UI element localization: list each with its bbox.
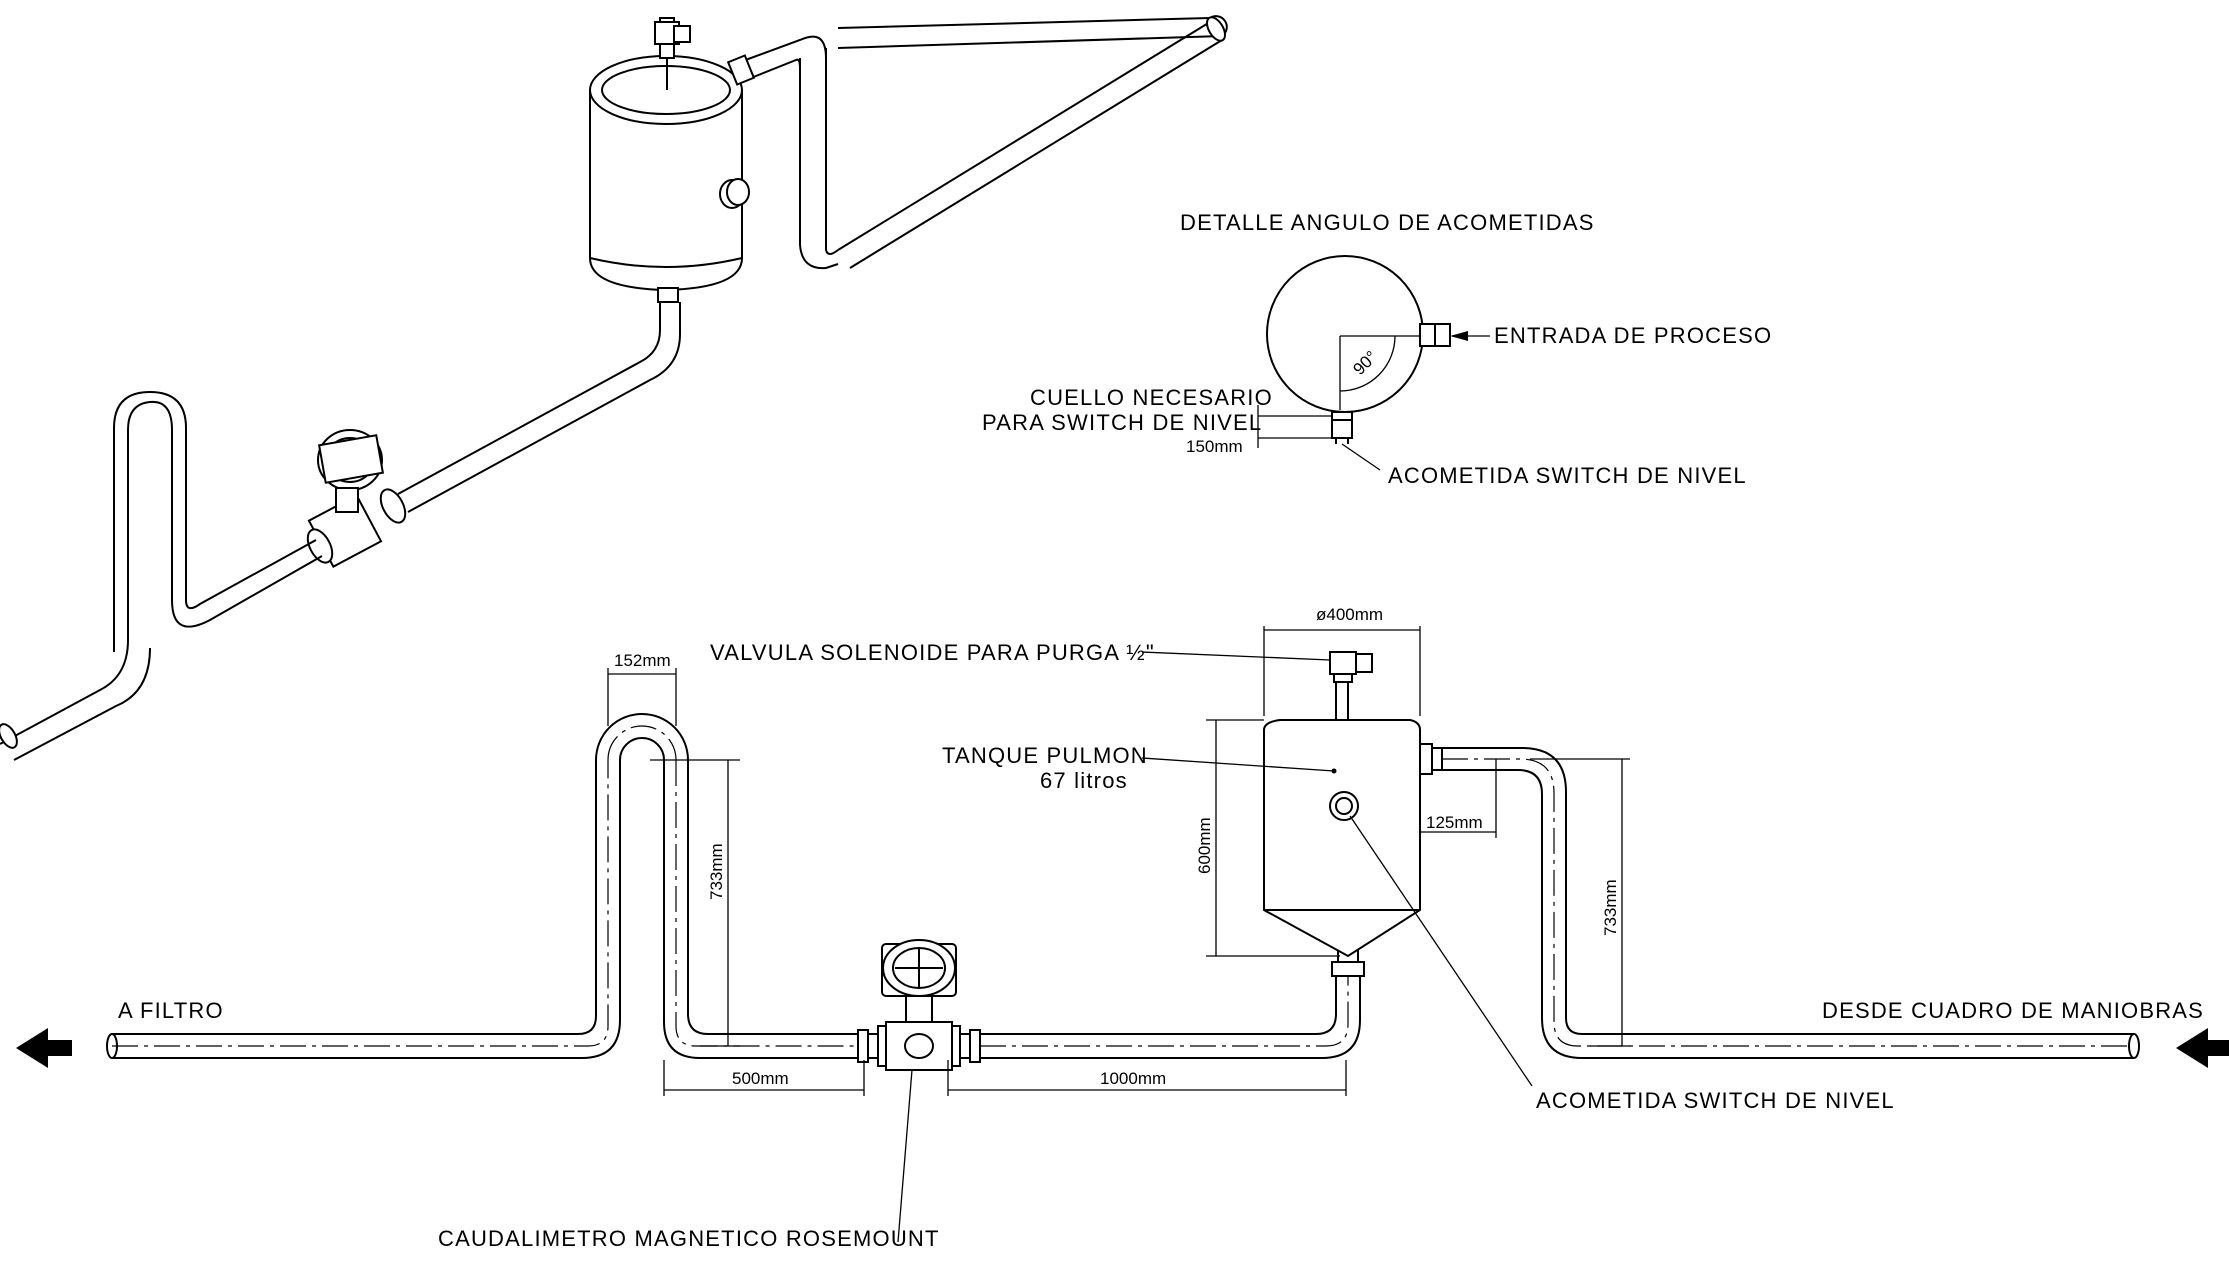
dim-loop-width: 152mm [607,651,677,726]
label-from-panel: DESDE CUADRO DE MANIOBRAS [1822,998,2204,1023]
elevation-view: A FILTRO [16,605,2229,1251]
label-to-filter: A FILTRO [118,998,224,1023]
dim-pipe-run-right: 1000mm [947,1060,1347,1096]
svg-text:ø400mm: ø400mm [1316,605,1383,624]
label-flowmeter: CAUDALIMETRO MAGNETICO ROSEMOUNT [438,1226,940,1251]
label-tank-1: TANQUE PULMON [942,743,1148,768]
detail-inlet-label: ENTRADA DE PROCESO [1494,323,1772,348]
arrow-to-filter [16,1028,72,1068]
label-switch-connection: ACOMETIDA SWITCH DE NIVEL [1536,1088,1895,1113]
detail-neck-label-2: PARA SWITCH DE NIVEL [982,410,1262,435]
iso-tank [589,17,756,303]
label-tank-2: 67 litros [1040,768,1128,793]
svg-text:600mm: 600mm [1195,817,1214,874]
dim-loop-height-left: 733mm [650,759,740,1047]
detail-view: DETALLE ANGULO DE ACOMETIDAS ENTRADA DE … [982,210,1772,488]
detail-title: DETALLE ANGULO DE ACOMETIDAS [1180,210,1595,235]
iso-pipe-main [0,302,681,761]
dim-tank-height: 600mm [1195,719,1340,957]
label-solenoid-valve: VALVULA SOLENOIDE PARA PURGA ½" [710,640,1155,665]
detail-angle: 90° [1349,347,1381,379]
svg-text:125mm: 125mm [1426,813,1483,832]
svg-text:1000mm: 1000mm [1100,1069,1166,1088]
detail-neck [1331,411,1353,439]
detail-neck-label-1: CUELLO NECESARIO [1030,385,1273,410]
isometric-view [0,15,1228,761]
iso-pipe-outlet [739,15,1228,270]
svg-text:500mm: 500mm [732,1069,789,1088]
svg-text:733mm: 733mm [707,843,726,900]
dim-loop-height-right: 733mm [1530,758,1630,1047]
dim-nozzle-offset: 125mm [1419,759,1497,838]
svg-text:733mm: 733mm [1601,879,1620,936]
flowmeter [877,939,961,1071]
buffer-tank [1263,651,1421,958]
arrow-from-panel [2176,1028,2229,1068]
dim-pipe-run-left: 500mm [663,1060,865,1096]
detail-switch-label: ACOMETIDA SWITCH DE NIVEL [1388,463,1747,488]
detail-tank-section [1266,255,1424,413]
dim-tank-diameter: ø400mm [1263,605,1421,716]
svg-text:152mm: 152mm [614,651,671,670]
detail-neck-dim: 150mm [1186,437,1243,456]
